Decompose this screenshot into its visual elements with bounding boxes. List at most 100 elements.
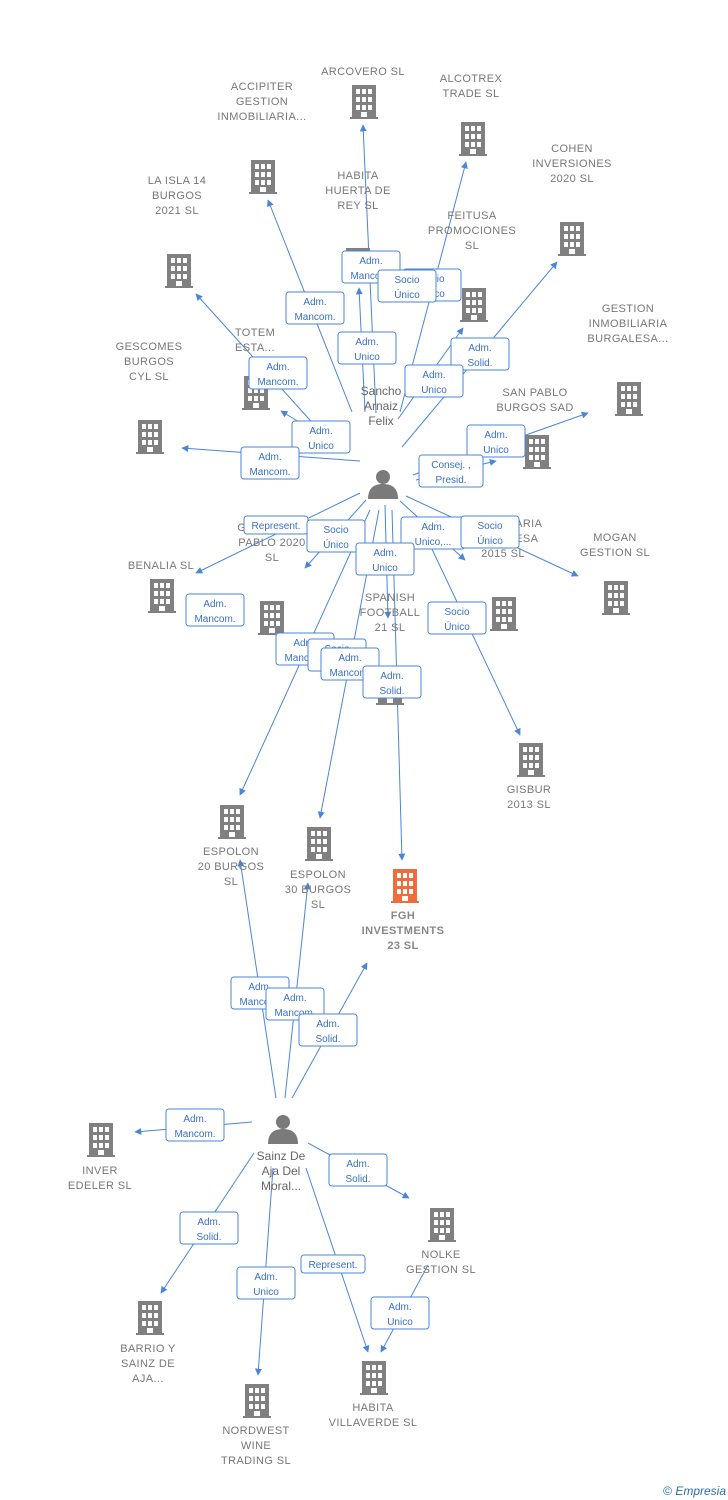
relation-tag[interactable]: Adm.Unico (236, 1266, 296, 1300)
node-label-line: INVERSIONES (532, 158, 612, 170)
footer-brand[interactable]: © Empresia (663, 1484, 726, 1498)
node-label-line: INVESTMENTS (362, 925, 445, 937)
relation-tag-text: Adm. (197, 1217, 220, 1228)
relation-tag-text: Único (323, 538, 349, 551)
relation-tag[interactable]: Adm.Mancom. (285, 291, 345, 325)
node-label-line: SL (224, 876, 238, 888)
node-label-line: BURGOS (124, 356, 174, 368)
node-label-line: TRADING SL (221, 1455, 291, 1467)
node-label-line: NOLKE (421, 1249, 460, 1261)
relation-tag-text: Adm. (283, 993, 306, 1004)
relation-tag[interactable]: Adm.Solid. (328, 1153, 388, 1187)
company-node-benalia[interactable]: BENALIA SL (128, 560, 194, 613)
node-label-line: Aja Del (262, 1164, 301, 1178)
relation-tag-text: Único (444, 620, 470, 633)
building-icon (148, 579, 176, 613)
company-node-gestion_inmo[interactable]: GESTIONINMOBILIARIABURGALESA... (587, 303, 668, 416)
company-node-accipiter[interactable]: ACCIPITERGESTIONINMOBILIARIA... (217, 81, 306, 194)
relation-tag-text: Represent. (252, 521, 301, 532)
relation-tag[interactable]: Adm.Unico (337, 331, 397, 365)
relation-tag-box (306, 519, 366, 553)
relation-tag[interactable]: Adm.Solid. (450, 337, 510, 371)
relation-tag[interactable]: Represent. (300, 1254, 366, 1274)
relation-tag-text: Socio (323, 525, 348, 536)
relation-tag[interactable]: Adm.Unico (355, 542, 415, 576)
relation-tag[interactable]: Adm.Unico (291, 420, 351, 454)
relation-tag-box (236, 1266, 296, 1300)
node-label-line: CYL SL (129, 371, 169, 383)
node-label-line: INMOBILIARIA (589, 318, 668, 330)
relation-tag-box (240, 446, 300, 480)
relation-tag-text: Solid. (315, 1034, 340, 1045)
node-label-line: 2015 SL (481, 548, 525, 560)
relation-tag[interactable]: Adm.Mancom. (248, 356, 308, 390)
relation-tag-text: Mancom. (294, 312, 335, 323)
relation-tag-text: Socio (444, 607, 469, 618)
relation-tag-text: Unico (253, 1287, 279, 1298)
relation-tag-box (248, 356, 308, 390)
relation-tag-text: Mancom. (194, 614, 235, 625)
node-label-line: 23 SL (387, 940, 418, 952)
relation-tag[interactable]: Represent. (243, 515, 309, 535)
node-label-line: HABITA (337, 170, 379, 182)
relation-tag[interactable]: Adm.Solid. (362, 665, 422, 699)
relation-tag[interactable]: Adm.Solid. (179, 1211, 239, 1245)
node-label-line: HUERTA DE (325, 185, 391, 197)
relation-tag[interactable]: Adm. Mancom. (265, 987, 325, 1021)
relation-tag[interactable]: Adm.Solid. (298, 1013, 358, 1047)
node-label-line: 20 BURGOS (198, 861, 265, 873)
building-icon (428, 1208, 456, 1242)
relation-tag-box (362, 665, 422, 699)
relation-tag-box (291, 420, 351, 454)
relation-tag[interactable]: Adm.Unico,... (400, 516, 466, 550)
relation-tag[interactable]: Adm.Mancom. (185, 593, 245, 627)
relation-tag[interactable]: Adm.Unico (404, 364, 464, 398)
relation-tag[interactable]: Adm.Unico (370, 1296, 430, 1330)
relation-tag-text: Adm. (484, 430, 507, 441)
node-label-line: Sancho (361, 384, 402, 398)
relation-tag-box (418, 454, 484, 488)
company-node-arcovero[interactable]: ARCOVERO SL (321, 66, 405, 119)
company-node-gisbur[interactable]: GISBUR 2013 SL (507, 743, 552, 811)
relation-tag-text: Único (394, 288, 420, 301)
relation-tag-box (450, 337, 510, 371)
relation-tag[interactable]: Adm.Mancom. (240, 446, 300, 480)
copyright-symbol: © (663, 1484, 672, 1498)
node-label-line: COHEN (551, 143, 593, 155)
relation-tag-text: Mancom. (274, 1008, 315, 1019)
node-label-line: 2013 SL (507, 799, 551, 811)
relation-tag-text: Adm. (380, 671, 403, 682)
relation-tag[interactable]: Adm.Mancom. (165, 1108, 225, 1142)
relation-tag[interactable]: Adm.Unico (466, 424, 526, 458)
company-node-totem[interactable]: TOTEMESTA... (235, 327, 275, 410)
node-label-line: SAN PABLO (502, 387, 567, 399)
node-label-line: GESTION SL (580, 547, 650, 559)
relation-tag[interactable]: Consej. ,Presid. (418, 454, 484, 488)
node-label-line: PROMOCIONES (428, 225, 516, 237)
node-label-line: GISBUR (507, 784, 552, 796)
